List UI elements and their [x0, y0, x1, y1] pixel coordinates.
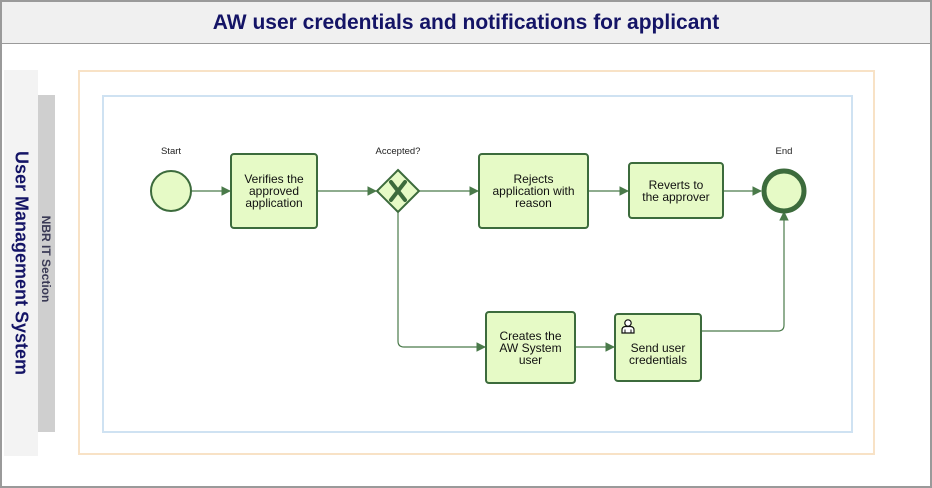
task-create-label: Creates the AW System user [499, 328, 562, 367]
title-bar: AW user credentials and notifications fo… [2, 2, 930, 44]
flow-gateway-to-create [397, 212, 486, 352]
gateway-label: Accepted? [375, 146, 421, 157]
task-create-aw-user[interactable]: Creates the AW System user [485, 311, 576, 384]
exclusive-gateway[interactable] [375, 168, 421, 214]
task-reject-label: Rejects application with reason [492, 172, 575, 210]
diagram-title: AW user credentials and notifications fo… [212, 10, 720, 34]
task-send-credentials[interactable]: Send user credentials [614, 313, 702, 382]
task-revert-to-approver[interactable]: Reverts to the approver [628, 162, 724, 219]
lane-header [38, 95, 55, 432]
pool-header [4, 70, 38, 456]
task-verify-application[interactable]: Verifies the approved application [230, 153, 318, 229]
task-reject-application[interactable]: Rejects application with reason [478, 153, 589, 229]
end-event[interactable] [761, 168, 807, 214]
end-label: End [775, 146, 793, 157]
lane-container [102, 95, 853, 433]
task-verify-label: Verifies the approved application [244, 172, 304, 210]
user-icon [621, 319, 635, 334]
start-event[interactable] [150, 170, 192, 212]
start-label: Start [160, 146, 182, 157]
x-icon [389, 180, 407, 202]
task-send-label: Send user credentials [628, 340, 688, 367]
task-revert-label: Reverts to the approver [642, 177, 710, 204]
flow-send-to-end [702, 211, 789, 332]
pool-container [78, 70, 875, 455]
